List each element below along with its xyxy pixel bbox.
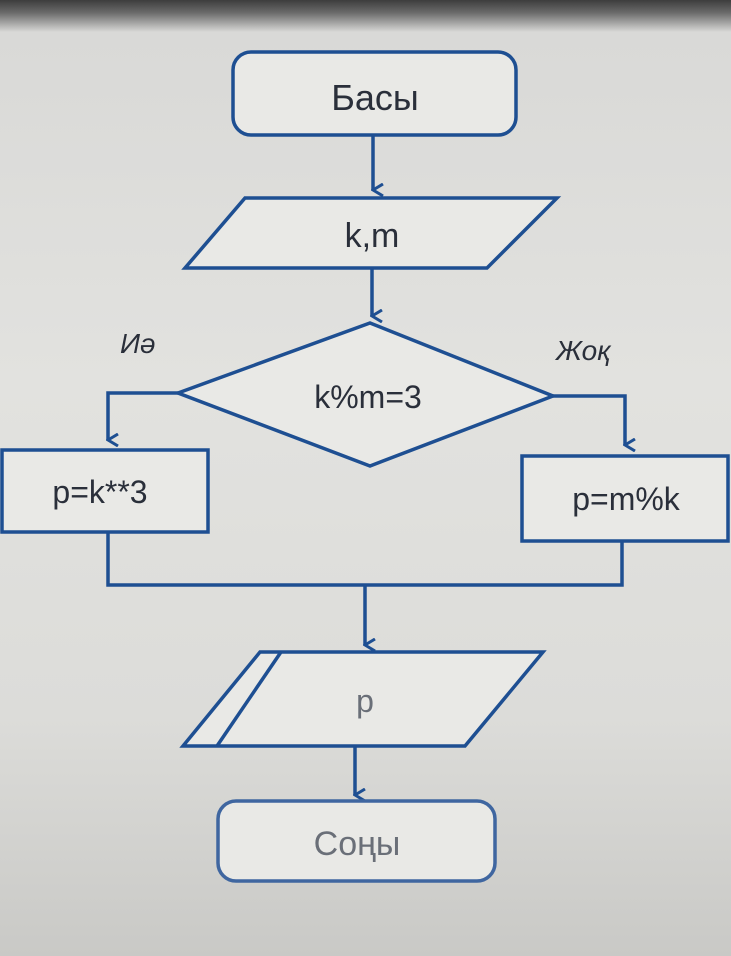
output-parallelogram: p [179,650,547,748]
no-branch-label: Жоқ [554,335,612,366]
start-terminator: Басы [231,50,518,137]
end-terminator: Соңы [216,799,497,883]
yes-branch-connector [108,391,178,440]
input-parallelogram: k,m [181,196,562,270]
no-branch-connector [553,394,625,445]
no-process-label: p=m%k [572,481,681,517]
yes-process-label: p=k**3 [52,474,147,510]
start-label: Басы [331,77,419,118]
condition-label: k%m=3 [314,379,422,415]
end-label: Соңы [314,825,401,863]
output-label: p [356,683,374,719]
no-process-box: p=m%k [520,454,730,543]
decision-diamond: k%m=3 [172,321,558,468]
yes-branch-label: Иә [120,328,156,359]
input-label: k,m [345,217,400,255]
yes-process-box: p=k**3 [0,448,210,534]
screen-bezel-edge [0,0,731,32]
